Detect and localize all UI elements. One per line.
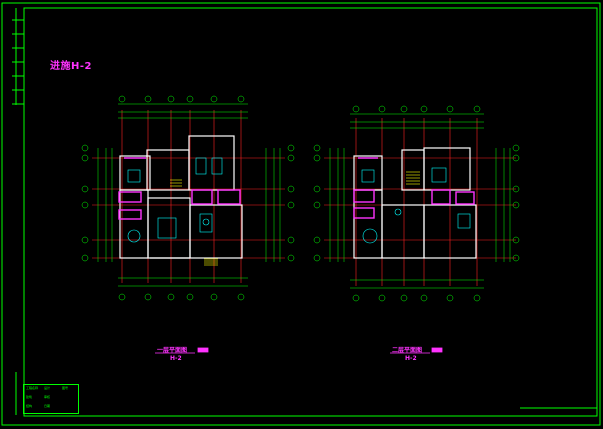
inner-border xyxy=(23,7,598,417)
sheet-title: 进施H-2 xyxy=(50,61,92,72)
plan1-openings xyxy=(118,157,241,220)
plan1-stairs xyxy=(170,179,218,266)
plan-1-code: H-2 xyxy=(170,355,182,362)
plan2-axis-grid xyxy=(324,118,516,286)
plan1-furniture xyxy=(127,157,223,243)
floor-plan-1 xyxy=(81,95,295,301)
plan-2-title: 二层平面图 xyxy=(392,347,423,354)
title-block-cell: 设计 xyxy=(44,386,51,390)
title-block-cell: 建筑 xyxy=(26,395,33,399)
plan-caption-underlines xyxy=(155,347,443,354)
title-block: 工程名称 设计 图号 建筑 审核 结构 日期 xyxy=(23,384,79,414)
title-block-cell: 日期 xyxy=(44,404,51,408)
plan2-stairs xyxy=(406,171,420,185)
plan2-openings xyxy=(353,157,475,219)
floor-plan-2 xyxy=(313,105,520,302)
title-block-cell: 工程名称 xyxy=(26,386,39,390)
plan2-dimensions xyxy=(313,105,520,302)
plan2-walls xyxy=(353,147,477,259)
title-block-cell: 结构 xyxy=(26,404,33,408)
plan1-dimensions xyxy=(81,95,295,301)
plan2-furniture xyxy=(361,167,471,244)
title-block-cell: 审核 xyxy=(44,395,51,399)
plan-1-title: 一层平面图 xyxy=(157,347,188,354)
title-block-cell: 图号 xyxy=(62,386,69,390)
plan1-walls xyxy=(119,135,243,259)
plan-2-code: H-2 xyxy=(405,355,417,362)
